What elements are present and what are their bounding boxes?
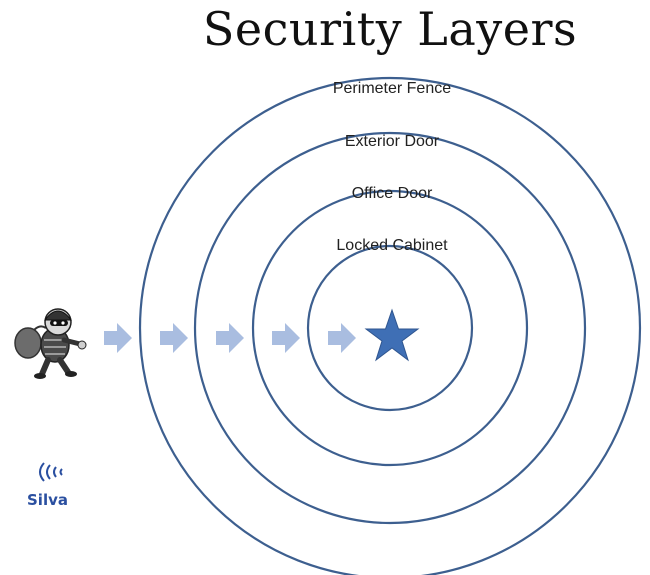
ring-office-door <box>251 189 529 467</box>
arrow-icon <box>160 323 188 353</box>
ring-locked-cabinet <box>306 244 474 412</box>
logo-text: Silva <box>27 491 68 509</box>
ring-perimeter-fence <box>138 76 642 575</box>
label-office-door: Office Door <box>352 185 433 202</box>
intrusion-arrows <box>104 323 356 353</box>
label-exterior-door: Exterior Door <box>345 133 440 150</box>
label-locked-cabinet: Locked Cabinet <box>336 237 448 254</box>
silva-logo: Silva <box>27 462 68 509</box>
arrow-icon <box>216 323 244 353</box>
arrow-icon <box>328 323 356 353</box>
label-perimeter-fence: Perimeter Fence <box>333 80 451 97</box>
signal-waves-icon <box>39 462 63 482</box>
arrow-icon <box>104 323 132 353</box>
arrow-icon <box>272 323 300 353</box>
star-icon <box>364 308 420 362</box>
burglar-icon <box>14 308 87 379</box>
ring-exterior-door <box>193 131 587 525</box>
diagram-title: Security Layers <box>202 2 578 56</box>
